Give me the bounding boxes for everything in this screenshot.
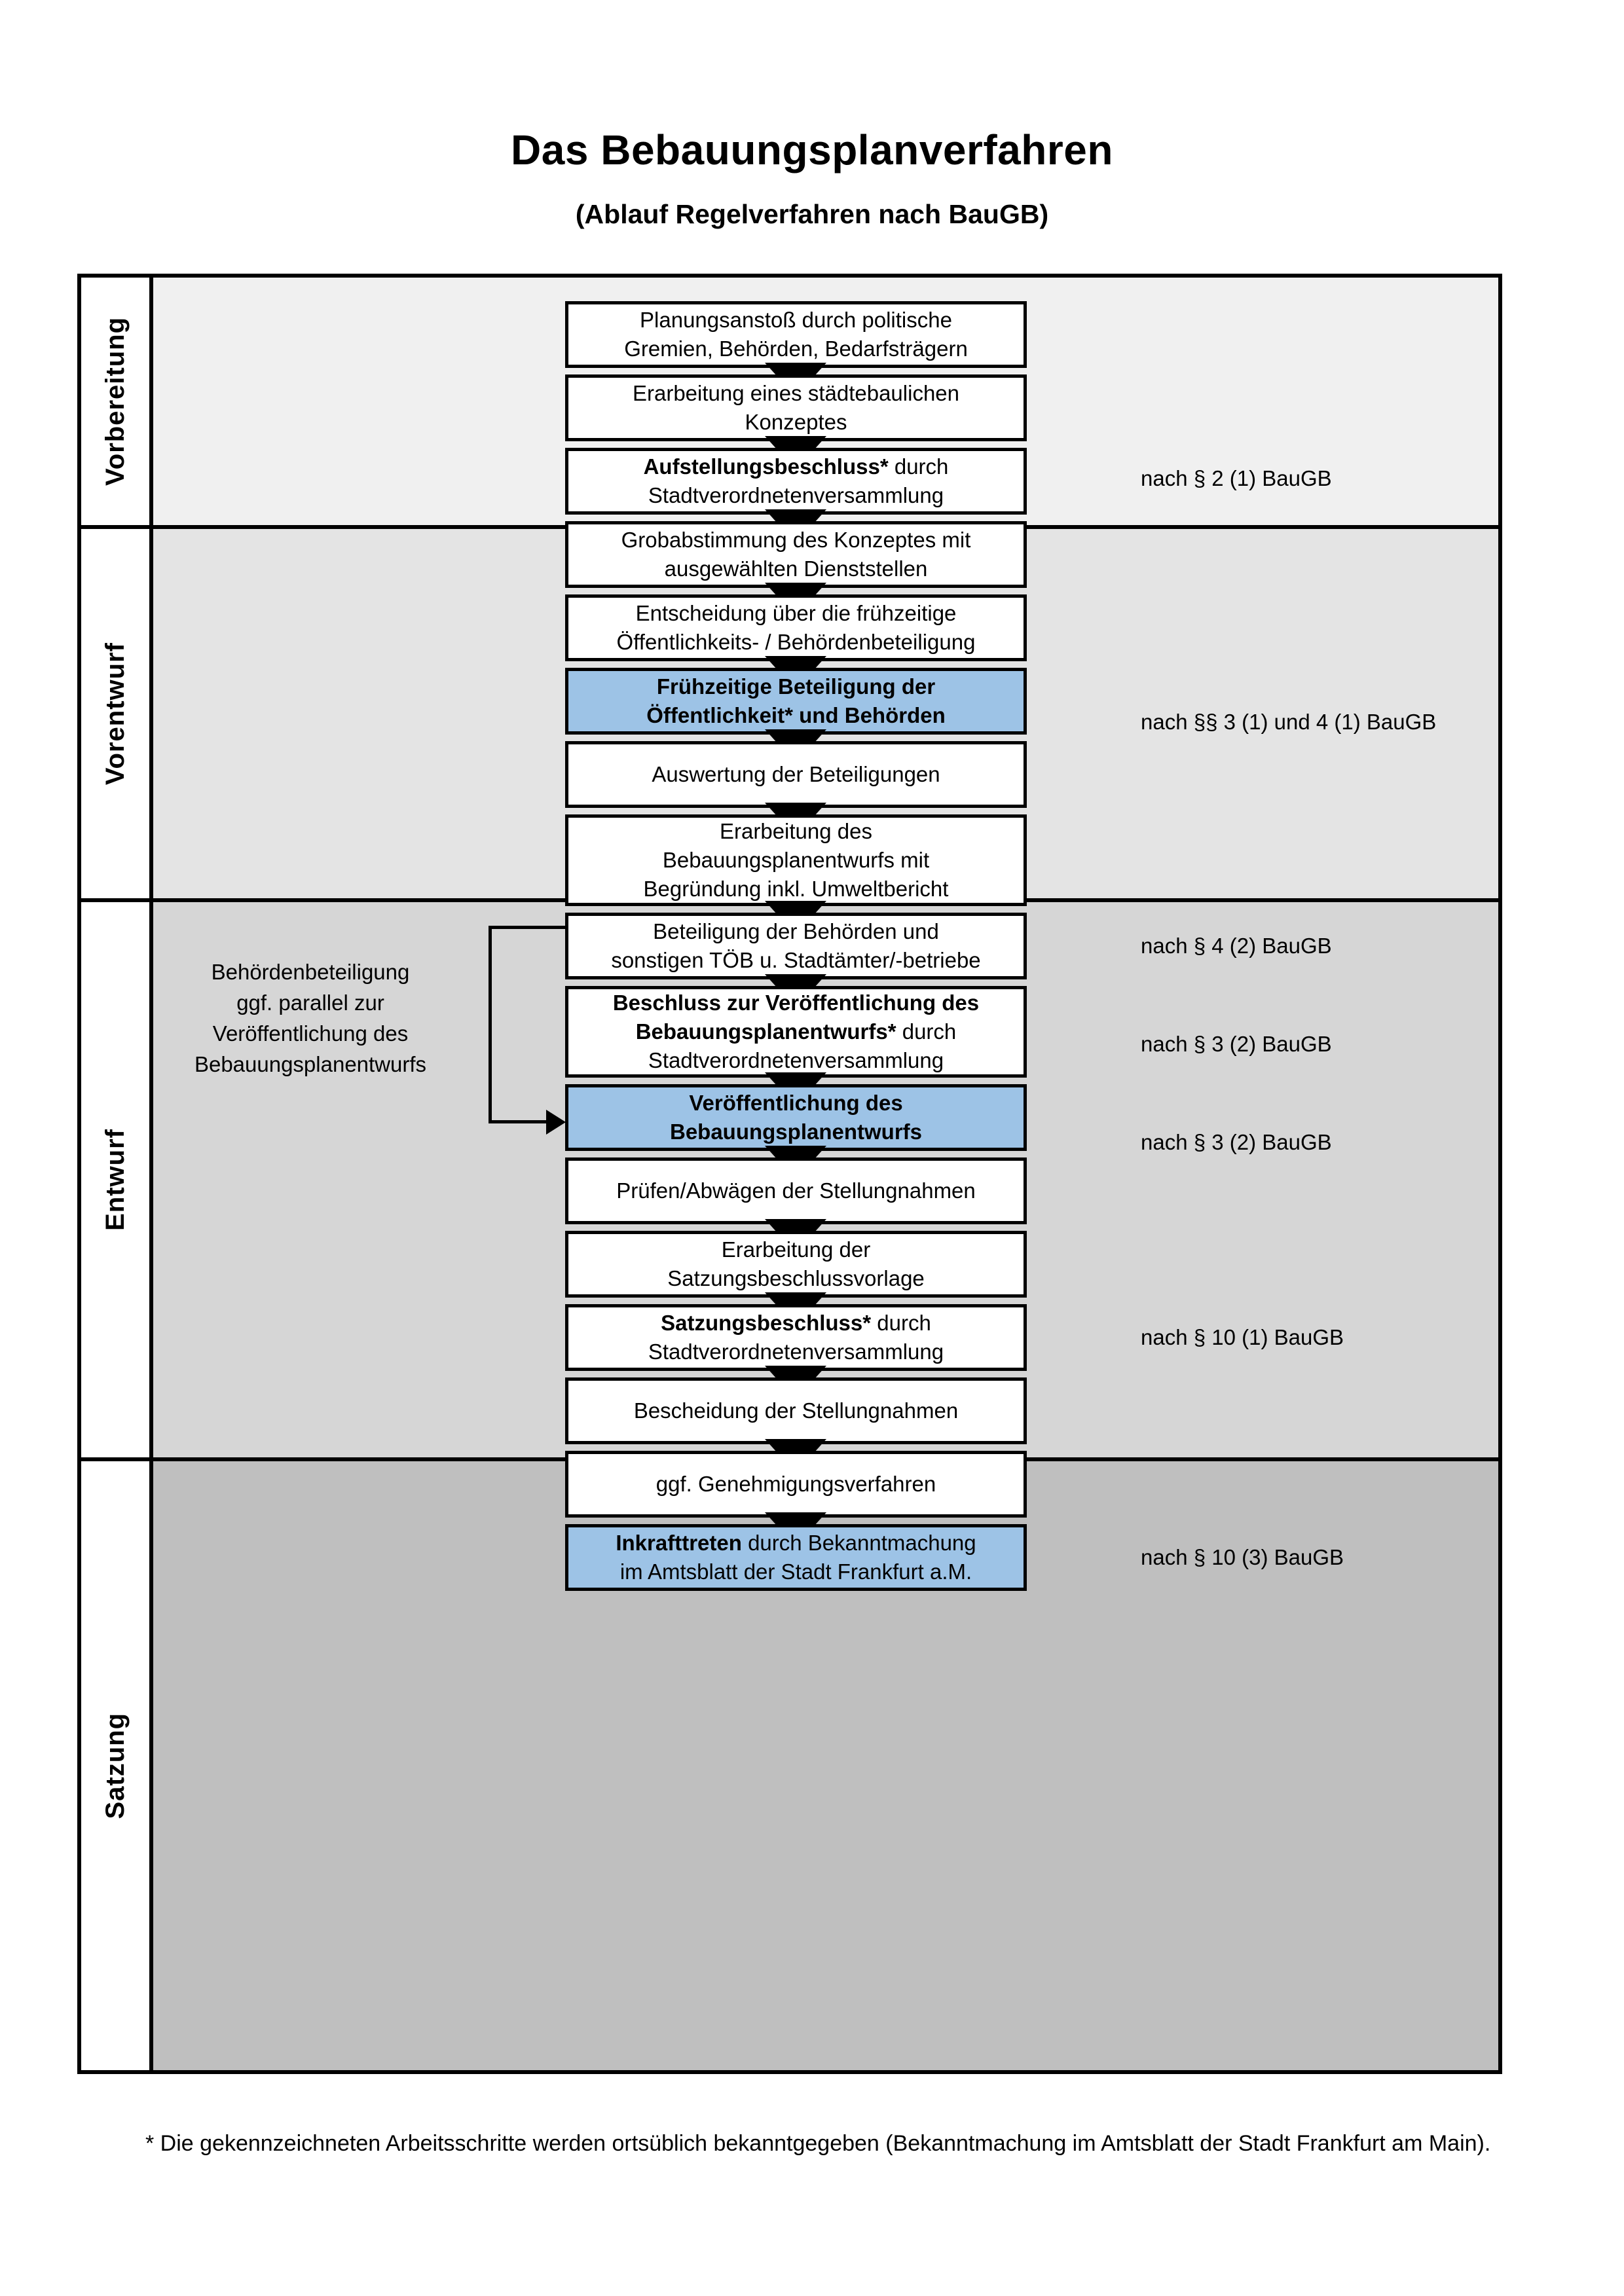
flow-step-line: Begründung inkl. Umweltbericht (643, 877, 949, 902)
flow-step-satzungsbeschluss[interactable]: Satzungsbeschluss* durch Stadtverordnete… (565, 1304, 1027, 1371)
phase-label-vorbereitung: Vorbereitung (100, 317, 130, 486)
legal-ref-5: nach § 3 (2) BauGB (1141, 1130, 1332, 1154)
flow-step-line: durch Bekanntmachung (741, 1530, 976, 1555)
flow-step-line: Erarbeitung des (720, 818, 872, 843)
flow-step-erarbeitung-bebauungsplanentwurf[interactable]: Erarbeitung des Bebauungsplanentwurfs mi… (565, 814, 1027, 906)
legal-ref-3: nach § 4 (2) BauGB (1141, 934, 1332, 958)
phase-label-cell-satzung: Satzung (81, 1461, 149, 2070)
phase-label-satzung: Satzung (100, 1712, 130, 1819)
flow-step-line-bold: Veröffentlichung des (689, 1090, 903, 1115)
flow-step-line: ggf. Genehmigungsverfahren (655, 1471, 936, 1496)
flow-step-line-bold: Bebauungsplanentwurfs* (635, 1019, 896, 1044)
phase-label-vorentwurf: Vorentwurf (100, 642, 130, 786)
flow-step-inkrafttreten[interactable]: Inkrafttreten durch Bekanntmachung im Am… (565, 1524, 1027, 1591)
flow-step-beteiligung-behoerden-toeb[interactable]: Beteiligung der Behörden und sonstigen T… (565, 913, 1027, 979)
flow-step-line-bold: Beschluss zur Veröffentlichung des (612, 990, 980, 1015)
bracket-vertical-segment (489, 926, 492, 1123)
flow-step-line: Bescheidung der Stellungnahmen (633, 1398, 959, 1423)
flow-step-line-bold: Öffentlichkeit* und Behörden (646, 703, 946, 727)
bracket-arrow-icon (546, 1110, 566, 1135)
page-title: Das Bebauungsplanverfahren (511, 126, 1113, 173)
flow-step-line: Erarbeitung eines städtebaulichen (632, 380, 959, 405)
side-note-line: Bebauungsplanentwurfs (194, 1051, 427, 1076)
flow-step-line: sonstigen TÖB u. Stadtämter/-betriebe (611, 948, 981, 972)
document-header: Das Bebauungsplanverfahren (Ablauf Regel… (0, 0, 1624, 230)
page-subtitle: (Ablauf Regelverfahren nach BauGB) (575, 199, 1049, 229)
flow-step-line: Grobabstimmung des Konzeptes mit (621, 527, 971, 552)
flow-step-line: durch (896, 1019, 957, 1044)
flow-step-auswertung-beteiligungen[interactable]: Auswertung der Beteiligungen (565, 741, 1027, 808)
phase-label-cell-vorentwurf: Vorentwurf (81, 529, 149, 898)
phase-label-entwurf: Entwurf (100, 1129, 130, 1231)
flow-step-line: durch (888, 454, 949, 479)
phase-label-column-divider (149, 278, 153, 2070)
flow-step-line: Stadtverordnetenversammlung (648, 483, 944, 507)
flow-step-line: Erarbeitung der (721, 1237, 871, 1262)
flow-step-staedtebauliches-konzept[interactable]: Erarbeitung eines städtebaulichen Konzep… (565, 374, 1027, 441)
flow-step-erarbeitung-satzungsbeschlussvorlage[interactable]: Erarbeitung der Satzungsbeschlussvorlage (565, 1231, 1027, 1298)
flow-step-line: Bebauungsplanentwurfs mit (662, 847, 930, 872)
legal-ref-1: nach § 2 (1) BauGB (1141, 466, 1332, 490)
flow-step-line: Stadtverordnetenversammlung (648, 1339, 944, 1364)
bracket-top-segment (489, 926, 567, 929)
flow-step-line: Konzeptes (745, 410, 847, 434)
legal-ref-2: nach §§ 3 (1) und 4 (1) BauGB (1141, 710, 1437, 734)
flow-step-entscheidung-fruehzeitige-beteiligung[interactable]: Entscheidung über die frühzeitige Öffent… (565, 594, 1027, 661)
flow-step-line-bold: Satzungsbeschluss* (661, 1310, 872, 1335)
phase-label-cell-vorbereitung: Vorbereitung (81, 278, 149, 525)
flow-step-aufstellungsbeschluss[interactable]: Aufstellungsbeschluss* durch Stadtverord… (565, 448, 1027, 515)
flow-step-line-bold: Aufstellungsbeschluss* (643, 454, 889, 479)
flow-step-beschluss-veroeffentlichung[interactable]: Beschluss zur Veröffentlichung des Bebau… (565, 986, 1027, 1078)
legal-ref-7: nach § 10 (3) BauGB (1141, 1545, 1344, 1569)
phase-label-cell-entwurf: Entwurf (81, 902, 149, 1457)
flow-step-line: Entscheidung über die frühzeitige (635, 600, 957, 625)
bracket-bottom-segment (489, 1120, 549, 1123)
flow-step-line: Prüfen/Abwägen der Stellungnahmen (616, 1178, 976, 1203)
flow-step-line: Öffentlichkeits- / Behördenbeteiligung (616, 630, 976, 654)
flow-step-grobabstimmung[interactable]: Grobabstimmung des Konzeptes mit ausgewä… (565, 521, 1027, 588)
footnote: * Die gekennzeichneten Arbeitsschritte w… (145, 2131, 1491, 2156)
flow-step-line: Auswertung der Beteiligungen (652, 761, 940, 786)
flow-step-genehmigungsverfahren[interactable]: ggf. Genehmigungsverfahren (565, 1451, 1027, 1518)
flow-step-fruehzeitige-beteiligung[interactable]: Frühzeitige Beteiligung der Öffentlichke… (565, 668, 1027, 735)
flow-step-line-bold: Bebauungsplanentwurfs (669, 1120, 923, 1144)
flow-step-line: Satzungsbeschlussvorlage (667, 1266, 925, 1290)
flow-step-line: Gremien, Behörden, Bedarfsträgern (624, 337, 968, 361)
flow-step-line-bold: Inkrafttreten (616, 1530, 742, 1555)
flow-step-line: ausgewählten Dienststellen (664, 556, 928, 581)
side-note-line: Veröffentlichung des (212, 1021, 409, 1046)
flow-step-line: durch (871, 1310, 931, 1335)
side-note-line: ggf. parallel zur (236, 990, 384, 1015)
flow-step-line: Stadtverordnetenversammlung (648, 1048, 944, 1073)
side-note-behoerdenbeteiligung: Behördenbeteiligung ggf. parallel zur Ve… (170, 957, 451, 1080)
flow-step-line-bold: Frühzeitige Beteiligung der (656, 674, 936, 699)
flow-step-planungsanstoss[interactable]: Planungsanstoß durch politische Gremien,… (565, 301, 1027, 368)
flow-step-line: Beteiligung der Behörden und (653, 919, 939, 943)
flow-step-line: Planungsanstoß durch politische (640, 307, 952, 332)
flow-step-veroeffentlichung-bebauungsplanentwurf[interactable]: Veröffentlichung des Bebauungsplanentwur… (565, 1084, 1027, 1151)
process-diagram-frame: Vorbereitung Vorentwurf Entwurf Satzung … (77, 274, 1502, 2074)
flow-step-pruefen-abwaegen[interactable]: Prüfen/Abwägen der Stellungnahmen (565, 1157, 1027, 1224)
legal-ref-6: nach § 10 (1) BauGB (1141, 1325, 1344, 1349)
flow-step-bescheidung-stellungnahmen[interactable]: Bescheidung der Stellungnahmen (565, 1377, 1027, 1444)
side-note-line: Behördenbeteiligung (211, 960, 410, 984)
legal-ref-4: nach § 3 (2) BauGB (1141, 1032, 1332, 1056)
flow-step-line: im Amtsblatt der Stadt Frankfurt a.M. (619, 1559, 972, 1584)
